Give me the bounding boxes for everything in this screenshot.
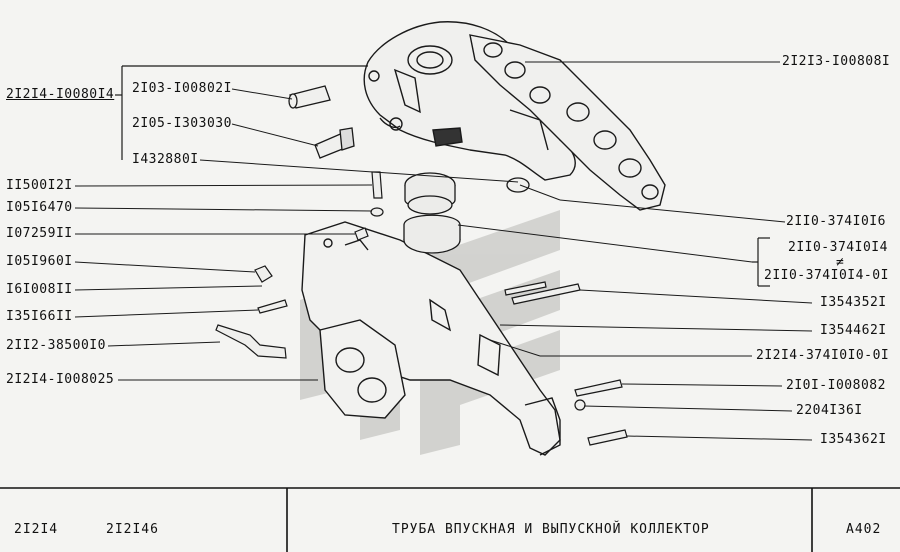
assembly-bracket <box>115 65 770 287</box>
part-label: I05I960I <box>6 254 73 269</box>
sheet-title: ТРУБА ВПУСКНАЯ И ВЫПУСКНОЙ КОЛЛЕКТОР <box>392 522 710 537</box>
part-label: 2I2I3-I00808I <box>782 54 891 69</box>
model-code: 2I2I4 <box>14 522 59 537</box>
studs <box>215 171 628 446</box>
footer: 2I2I4 2I2I46 ТРУБА ВПУСКНАЯ И ВЫПУСКНОЙ … <box>0 488 900 552</box>
part-label: I35I66II <box>6 309 73 324</box>
part-label: I354362I <box>820 432 887 447</box>
part-label: 2I05-I303030 <box>132 116 232 131</box>
leader-lines <box>74 61 813 441</box>
part-label: 2I2I4-374I0I0-0I <box>756 348 890 363</box>
part-label: 2204I36I <box>796 403 863 418</box>
part-label: I354462I <box>820 323 887 338</box>
part-label: I07259II <box>6 226 73 241</box>
part-label: 2I0I-I008082 <box>786 378 886 393</box>
assembly-label: 2I2I4-I0080I4 <box>6 87 115 102</box>
part-label: II500I2I <box>6 178 73 193</box>
part-label: 2I2I4-I008025 <box>6 372 115 387</box>
flange-ring <box>403 172 461 254</box>
part-label: I05I6470 <box>6 200 73 215</box>
model-code: 2I2I46 <box>106 522 159 537</box>
part-label: 2II0-374I0I4 <box>788 240 888 255</box>
part-label: I354352I <box>820 295 887 310</box>
exhaust-manifold <box>301 221 561 456</box>
part-label: I6I008II <box>6 282 73 297</box>
part-label: I432880I <box>132 152 199 167</box>
part-label: 2II2-38500I0 <box>6 338 106 353</box>
part-label: 2II0-374I0I4-0I <box>764 268 889 283</box>
part-label: 2I03-I00802I <box>132 81 232 96</box>
footer-frame <box>0 487 900 552</box>
part-label: 2II0-374I0I6 <box>786 214 886 229</box>
intake-gasket <box>469 34 666 211</box>
alt-mark: ≠ <box>836 255 845 270</box>
page-number: А402 <box>846 522 882 537</box>
